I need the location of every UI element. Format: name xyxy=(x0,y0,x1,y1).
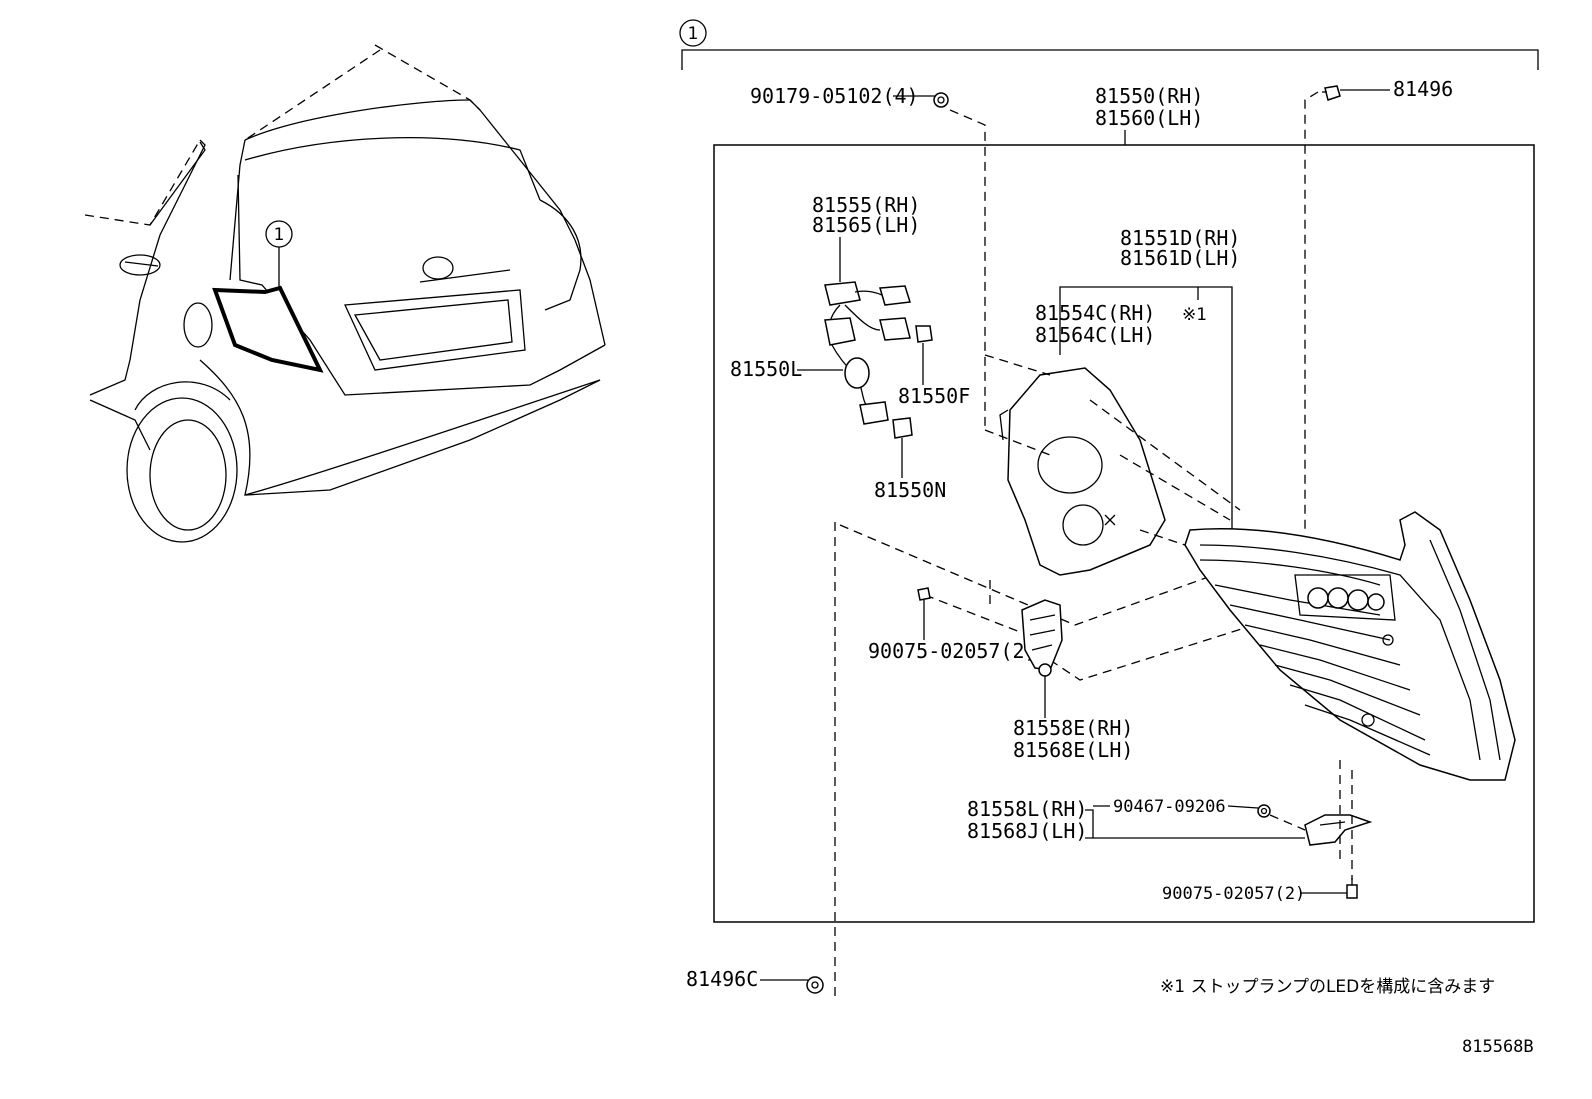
part-label-gasket-lh: 81564C(LH) xyxy=(1035,323,1155,347)
part-label-bracket-rh: 81558E(RH) xyxy=(1013,716,1133,740)
bracket-l-part xyxy=(1304,814,1373,846)
assembly-label-lh: 81560(LH) xyxy=(1095,106,1203,130)
clip-top-icon xyxy=(1322,85,1341,101)
part-label-lens-lh: 81561D(LH) xyxy=(1120,246,1240,270)
tail-lamp-lens xyxy=(1184,511,1516,781)
footnote: ※1 ストップランプのLEDを構成に含みます xyxy=(1160,977,1495,997)
screw-bottom-icon xyxy=(1257,804,1271,818)
diagram-id: 815568B xyxy=(1462,1037,1534,1057)
part-label-lens-rh: 81551D(RH) xyxy=(1120,226,1240,250)
lens-note-marker: ※1 xyxy=(1182,305,1207,325)
part-label-bulb-l: 81550L xyxy=(730,357,802,381)
part-label-clip-bottom: 81496C xyxy=(686,967,758,991)
part-label-screw-lower: 90075-02057(2) xyxy=(1162,884,1305,904)
part-label-bulb-n: 81550N xyxy=(874,478,946,502)
gasket-part xyxy=(999,367,1166,576)
part-label-socket-lh: 81565(LH) xyxy=(812,213,920,237)
part-label-screw-mid: 90075-02057(2) xyxy=(868,639,1037,663)
assembly-callout-number: 1 xyxy=(688,24,699,44)
part-label-screw-bottom: 90467-09206 xyxy=(1113,797,1226,817)
tail-lamp-highlight xyxy=(212,285,324,373)
screw-lower-icon xyxy=(1346,878,1358,899)
vehicle-rear-illustration: 1 xyxy=(84,44,606,543)
part-label-socket-rh: 81555(RH) xyxy=(812,193,920,217)
vehicle-callout-number: 1 xyxy=(274,225,285,245)
part-label-bracket2-lh: 81568J(LH) xyxy=(967,819,1087,843)
clip-bottom-icon xyxy=(806,976,824,994)
screw-mid-icon xyxy=(917,587,931,606)
bracket-e-part xyxy=(1021,599,1063,677)
socket-wire-harness xyxy=(824,281,911,425)
screw-top-icon xyxy=(933,92,949,108)
part-label-screw-top: 90179-05102(4) xyxy=(750,84,919,108)
assembly-frame xyxy=(713,144,1535,923)
bulb-l-icon xyxy=(844,357,870,389)
assembly-label-rh: 81550(RH) xyxy=(1095,84,1203,108)
bulb-n-icon xyxy=(892,417,913,439)
part-label-clip-top: 81496 xyxy=(1393,77,1453,101)
part-label-bulb-f: 81550F xyxy=(898,384,970,408)
bulb-f-icon xyxy=(915,325,933,343)
part-label-bracket2-rh: 81558L(RH) xyxy=(967,797,1087,821)
part-label-gasket-rh: 81554C(RH) xyxy=(1035,301,1155,325)
assembly-bracket: 1 xyxy=(679,19,1539,70)
part-label-bracket-lh: 81568E(LH) xyxy=(1013,738,1133,762)
